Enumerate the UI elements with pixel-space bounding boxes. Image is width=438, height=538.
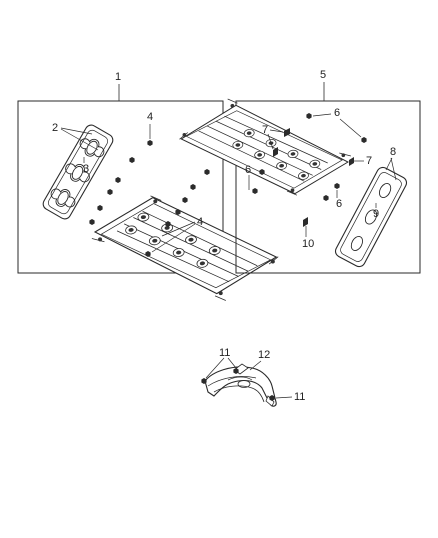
valve-cover-right xyxy=(175,83,355,210)
gasket-left xyxy=(42,124,114,220)
callout-2: 2 xyxy=(52,122,58,134)
callout-9: 9 xyxy=(373,208,379,220)
callout-12: 12 xyxy=(258,349,270,361)
leader-7a xyxy=(269,129,284,133)
callout-6a: 6 xyxy=(334,107,340,119)
callout-1: 1 xyxy=(115,71,121,83)
kit-box-left xyxy=(17,100,224,274)
studs-right xyxy=(273,128,354,227)
leader-6a xyxy=(312,113,332,117)
callout-3: 3 xyxy=(83,163,89,175)
leader-7b xyxy=(267,133,274,150)
callout-6b: 6 xyxy=(245,164,251,176)
leader-11c xyxy=(275,396,293,399)
callout-6c: 6 xyxy=(336,198,342,210)
callout-4b: 4 xyxy=(197,216,203,228)
leader-12 xyxy=(249,360,262,371)
callout-8: 8 xyxy=(390,146,396,158)
leader-8a xyxy=(390,157,397,181)
leader-2b xyxy=(60,128,99,151)
leader-4b xyxy=(161,221,196,237)
kit-box-right xyxy=(235,100,421,274)
callout-11b: 11 xyxy=(294,391,305,403)
callout-11a: 11 xyxy=(219,347,230,359)
callout-7a: 7 xyxy=(262,124,268,136)
leader-6b xyxy=(339,118,362,138)
leader-4c xyxy=(151,223,196,253)
leader-8b xyxy=(385,157,393,171)
callout-10: 10 xyxy=(302,238,314,250)
gasket-right xyxy=(334,166,408,268)
leader-11a xyxy=(205,357,225,379)
callout-7b: 7 xyxy=(366,155,372,167)
callout-5: 5 xyxy=(320,69,326,81)
leader-2a xyxy=(60,127,93,135)
leader-11b xyxy=(227,357,237,369)
callout-4a: 4 xyxy=(147,111,153,123)
